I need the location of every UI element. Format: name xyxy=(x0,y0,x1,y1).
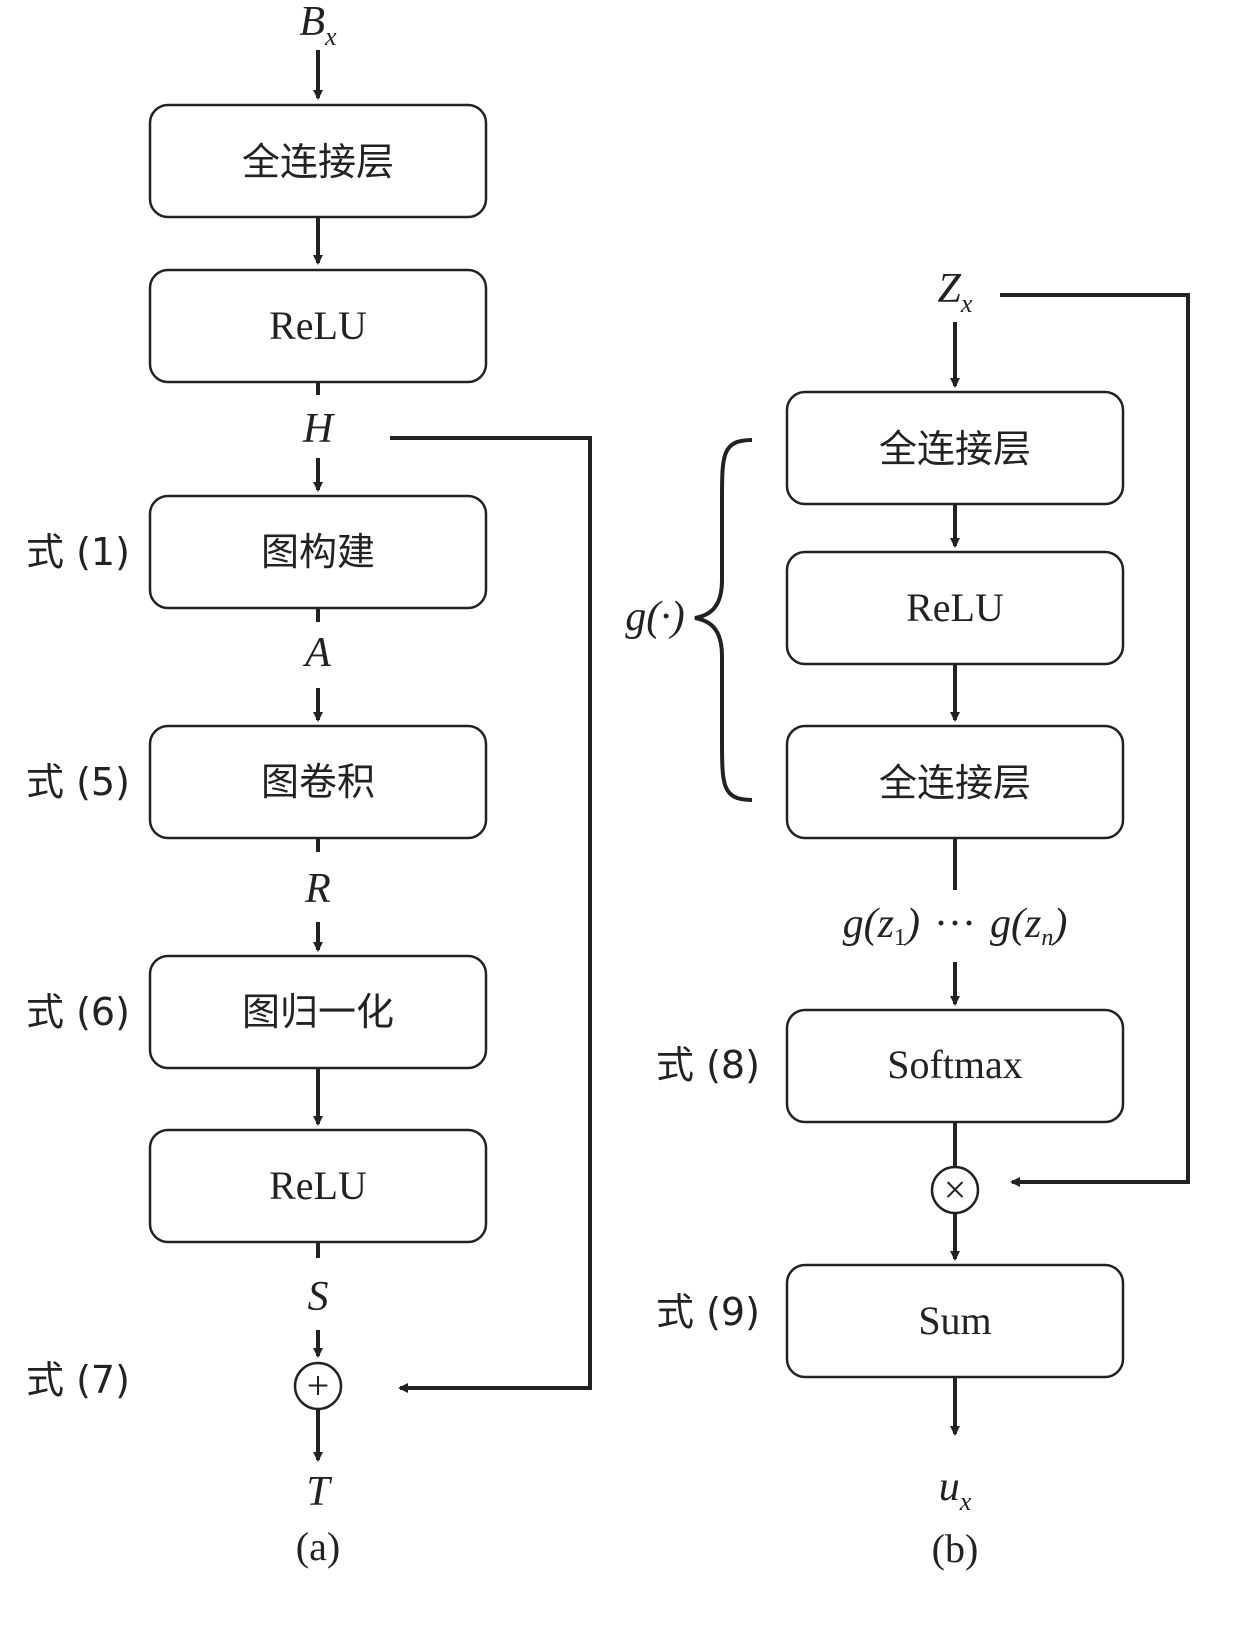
add-symbol: + xyxy=(307,1363,330,1408)
caption-b: (b) xyxy=(932,1526,979,1571)
softmax-label: Softmax xyxy=(887,1042,1023,1087)
g-function-brace xyxy=(694,438,753,802)
panel-b: Zx 全连接层 ReLU 全连接层 g(·) g(z1)···g(zn) xyxy=(625,266,1190,1571)
multiply-symbol: × xyxy=(944,1167,967,1212)
graph-norm-label: 图归一化 xyxy=(242,990,394,1034)
graph-build-box: 图构建 xyxy=(148,494,488,610)
var-h-label: H xyxy=(302,406,336,452)
output-u-label: ux xyxy=(939,1464,972,1516)
add-node: + xyxy=(293,1361,343,1411)
softmax-box: Softmax xyxy=(785,1008,1125,1124)
relu-label-b: ReLU xyxy=(906,585,1004,630)
sum-box: Sum xyxy=(785,1263,1125,1379)
relu-label-a1: ReLU xyxy=(269,303,367,348)
eq-label-9: 式 (9) xyxy=(656,1290,760,1334)
eq-label-5: 式 (5) xyxy=(26,760,130,804)
graph-conv-box: 图卷积 xyxy=(148,724,488,840)
g-function-label: g(·) xyxy=(625,594,684,640)
sum-label: Sum xyxy=(918,1298,991,1343)
input-z-label: Zx xyxy=(938,266,973,318)
input-b-label: Bx xyxy=(299,0,337,51)
eq-label-8: 式 (8) xyxy=(656,1043,760,1087)
graph-norm-box: 图归一化 xyxy=(148,954,488,1070)
g-outputs-label: g(z1)···g(zn) xyxy=(843,901,1068,951)
eq-label-6: 式 (6) xyxy=(26,990,130,1034)
fc-layer-label-a: 全连接层 xyxy=(242,140,394,184)
relu-box-a1: ReLU xyxy=(148,268,488,384)
eq-label-7: 式 (7) xyxy=(26,1358,130,1402)
graph-conv-label: 图卷积 xyxy=(261,760,375,804)
var-t-label: T xyxy=(306,1469,332,1515)
skip-connection-z xyxy=(1000,293,1190,1187)
fc-layer-box-a: 全连接层 xyxy=(148,103,488,219)
relu-box-a2: ReLU xyxy=(148,1128,488,1244)
relu-box-b: ReLU xyxy=(785,550,1125,666)
var-s-label: S xyxy=(308,1274,329,1320)
fc-layer-label-b1: 全连接层 xyxy=(879,427,1031,471)
multiply-node: × xyxy=(930,1165,980,1215)
panel-a: Bx 全连接层 ReLU H 图构建 式 (1) A xyxy=(26,0,592,1569)
fc-layer-box-b1: 全连接层 xyxy=(785,390,1125,506)
var-r-label: R xyxy=(304,866,331,912)
skip-connection-h xyxy=(390,436,592,1393)
fc-layer-label-b2: 全连接层 xyxy=(879,761,1031,805)
relu-label-a2: ReLU xyxy=(269,1163,367,1208)
graph-build-label: 图构建 xyxy=(261,530,375,574)
var-a-label: A xyxy=(302,630,331,676)
caption-a: (a) xyxy=(296,1524,340,1569)
eq-label-1: 式 (1) xyxy=(26,530,130,574)
fc-layer-box-b2: 全连接层 xyxy=(785,724,1125,840)
